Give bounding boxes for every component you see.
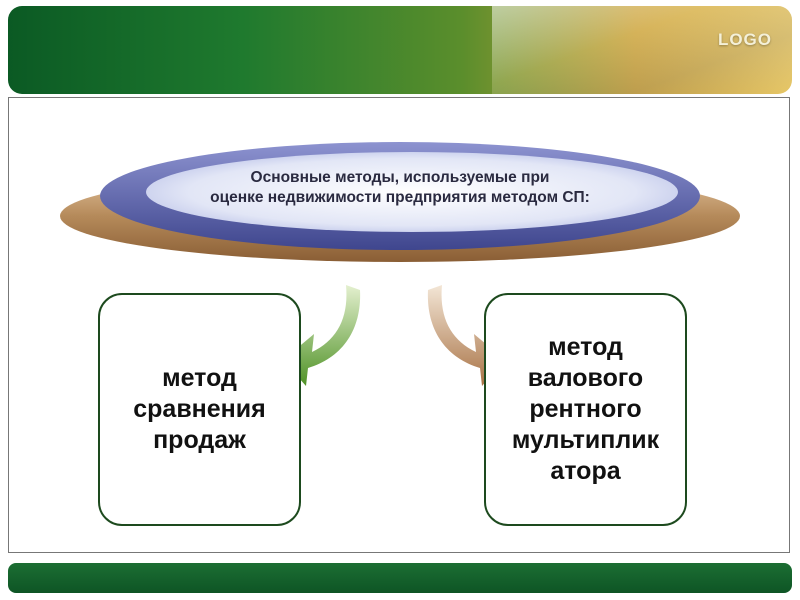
- method-box-right-label: метод валового рентного мультиплик атора: [512, 332, 659, 487]
- method-box-sales-comparison: метод сравнения продаж: [98, 293, 301, 526]
- method-box-left-label: метод сравнения продаж: [133, 363, 266, 456]
- header-photo: [492, 6, 792, 94]
- left-arrow: [283, 285, 361, 386]
- right-box-line-5: атора: [550, 457, 621, 485]
- left-box-line-3: продаж: [153, 426, 246, 454]
- logo: LOGO: [717, 30, 772, 49]
- diagram-title: Основные методы, используемые при оценке…: [150, 168, 650, 208]
- title-line-1: Основные методы, используемые при: [250, 169, 550, 186]
- footer-bar: [8, 563, 792, 593]
- right-box-line-1: метод: [548, 333, 623, 361]
- left-box-line-2: сравнения: [133, 395, 266, 423]
- ellipse-inner: [146, 152, 678, 232]
- right-box-line-2: валового: [527, 364, 644, 392]
- method-box-gross-rent-multiplier: метод валового рентного мультиплик атора: [484, 293, 687, 526]
- right-box-line-3: рентного: [529, 395, 642, 423]
- right-box-line-4: мультиплик: [511, 426, 660, 454]
- title-line-2: оценке недвижимости предприятия методом …: [210, 189, 590, 206]
- left-box-line-1: метод: [162, 364, 237, 392]
- header-banner: LOGO: [8, 6, 792, 94]
